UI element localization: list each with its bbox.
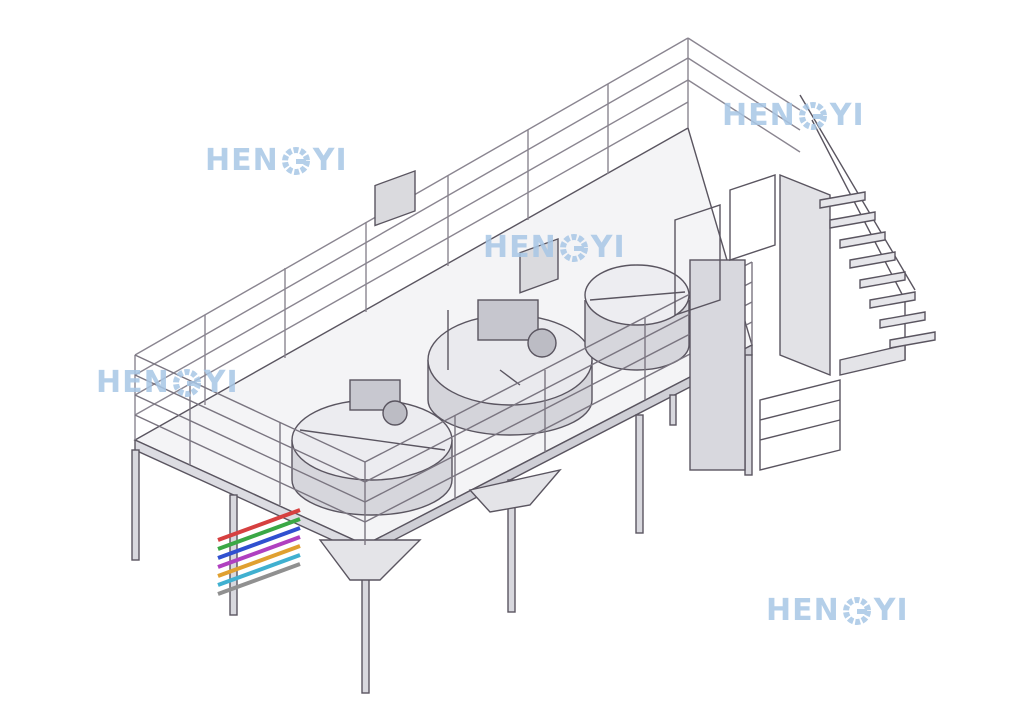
gear-icon	[842, 596, 871, 625]
stair-step	[859, 271, 906, 289]
front-guardrail	[134, 261, 753, 545]
stair-step	[839, 231, 886, 249]
stair-step	[849, 251, 896, 269]
access-stairs	[674, 94, 936, 471]
tank-bottom-cone	[468, 468, 562, 513]
mixing-tank-left	[291, 169, 453, 516]
stair-step	[889, 331, 936, 349]
pipe	[217, 562, 301, 596]
stair-step	[819, 191, 866, 209]
pipe	[217, 526, 301, 560]
gear-icon	[172, 368, 201, 397]
gear-icon	[281, 146, 310, 175]
gear-icon	[559, 233, 588, 262]
stair-step	[829, 211, 876, 229]
mixing-tank-right	[584, 264, 690, 371]
mixing-tank-center	[427, 237, 593, 436]
stair-step	[869, 291, 916, 309]
pipe	[217, 553, 301, 587]
gear-icon	[798, 101, 827, 130]
pipe	[217, 517, 301, 551]
colored-pipes	[217, 508, 301, 596]
stair-step	[879, 311, 926, 329]
pipe	[217, 508, 301, 542]
pipe	[217, 535, 301, 569]
platform-legs	[131, 354, 753, 694]
tank-bottom-cone	[318, 539, 422, 581]
pipe	[217, 544, 301, 578]
